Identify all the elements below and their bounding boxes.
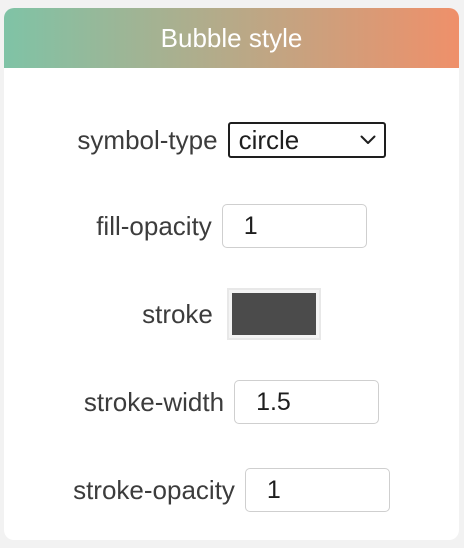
stroke-label: stroke bbox=[142, 298, 213, 329]
stroke-opacity-row: stroke-opacity bbox=[4, 468, 459, 512]
fill-opacity-input[interactable] bbox=[221, 204, 367, 248]
stroke-width-row: stroke-width bbox=[4, 380, 459, 424]
fill-opacity-row: fill-opacity bbox=[4, 204, 459, 248]
fill-opacity-label: fill-opacity bbox=[96, 210, 212, 241]
panel-header: Bubble style bbox=[4, 8, 459, 68]
stroke-color-fill bbox=[231, 293, 316, 335]
chevron-down-icon bbox=[360, 135, 376, 145]
bubble-style-panel: Bubble style symbol-type circle fill-opa… bbox=[4, 8, 459, 540]
stroke-width-label: stroke-width bbox=[83, 386, 225, 417]
symbol-type-select[interactable]: circle bbox=[227, 122, 386, 158]
symbol-type-label: symbol-type bbox=[77, 124, 218, 155]
stroke-opacity-label: stroke-opacity bbox=[73, 474, 235, 505]
symbol-type-value: circle bbox=[238, 124, 300, 155]
stroke-color-picker[interactable] bbox=[226, 288, 321, 340]
symbol-type-row: symbol-type circle bbox=[4, 118, 459, 162]
stroke-opacity-input[interactable] bbox=[244, 468, 390, 512]
panel-title: Bubble style bbox=[160, 22, 303, 53]
stroke-row: stroke bbox=[4, 288, 459, 340]
stroke-width-input[interactable] bbox=[234, 380, 380, 424]
